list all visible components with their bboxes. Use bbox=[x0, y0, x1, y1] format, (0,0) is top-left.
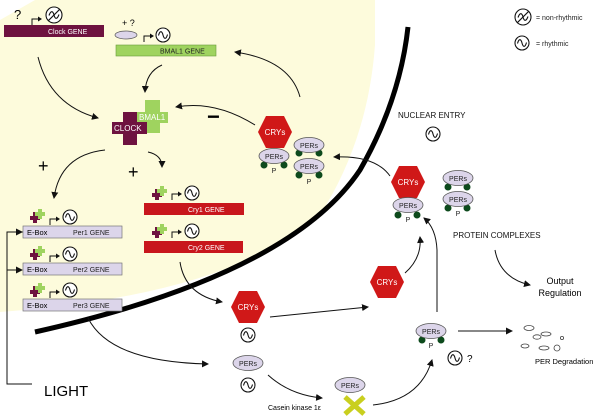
per2-gene: E-Box Per2 GENE bbox=[22, 246, 123, 276]
crys-label: CRYs bbox=[377, 278, 398, 287]
cry1-label: Cry1 GENE bbox=[188, 207, 225, 214]
casein-kinase-label: Casein kinase 1ε bbox=[268, 405, 321, 412]
plus-question: + ? bbox=[122, 18, 135, 28]
phosphorylated-pers: PERs P ? bbox=[415, 323, 473, 366]
nuclear-cry-per-complex: CRYs PERs P bbox=[258, 116, 292, 175]
per1-gene: E-Box Per1 GENE bbox=[22, 209, 123, 239]
pers-label: PERs bbox=[300, 164, 318, 171]
cyto-cry-per-complex: CRYs PERs P bbox=[391, 166, 425, 224]
pers-label: PERs bbox=[422, 329, 440, 336]
nuclear-per-dimer: PERs PERs P bbox=[293, 137, 325, 186]
per3-label: Per3 GENE bbox=[73, 303, 110, 310]
legend-rhythmic: = rhythmic bbox=[536, 41, 569, 48]
pers-label: PERs bbox=[449, 197, 467, 204]
light-label: LIGHT bbox=[44, 383, 88, 400]
pers-label: PERs bbox=[265, 154, 283, 161]
crys-label: CRYs bbox=[398, 178, 419, 187]
cytoplasmic-crys: CRYs bbox=[231, 291, 265, 343]
arrows bbox=[6, 49, 531, 406]
bmal1-gene-label: BMAL1 GENE bbox=[160, 49, 205, 56]
per3-gene: E-Box Per3 GENE bbox=[22, 282, 123, 312]
crys-label: CRYs bbox=[265, 128, 286, 137]
rhythmic-icon bbox=[240, 327, 256, 343]
per1-label: Per1 GENE bbox=[73, 230, 110, 237]
cyto-per-dimer: PERs PERs P bbox=[442, 170, 474, 218]
regulation-label: Regulation bbox=[538, 288, 581, 298]
crys-protein: CRYs bbox=[370, 266, 404, 298]
bmal1-label: BMAL1 bbox=[139, 113, 166, 122]
question-mark: ? bbox=[467, 354, 473, 365]
per-degradation-label: PER Degradation bbox=[535, 357, 593, 366]
output-label: Output bbox=[546, 276, 574, 286]
nuclear-entry-label: NUCLEAR ENTRY bbox=[398, 111, 466, 120]
cry1-gene: Cry1 GENE bbox=[144, 185, 244, 215]
cry2-label: Cry2 GENE bbox=[188, 245, 225, 252]
nuclear-membrane bbox=[34, 26, 411, 335]
protein-complexes-label: PROTEIN COMPLEXES bbox=[453, 231, 541, 240]
rhythmic-icon bbox=[447, 350, 463, 366]
crys-label: CRYs bbox=[238, 303, 259, 312]
bmal1-gene-bar bbox=[115, 44, 217, 57]
cytoplasmic-pers: PERs bbox=[232, 355, 264, 393]
rhythmic-icon bbox=[514, 35, 530, 51]
plus-sign: + bbox=[38, 156, 49, 176]
phospho-label: P bbox=[456, 211, 461, 218]
clock-bmal1-complex: BMAL1 CLOCK bbox=[112, 100, 168, 145]
non-rhythmic-icon bbox=[514, 8, 532, 26]
casein-kinase-x-icon bbox=[343, 395, 366, 416]
question-mark: ? bbox=[14, 7, 21, 22]
phospho-label: P bbox=[429, 343, 434, 350]
ebox-label: E-Box bbox=[27, 228, 48, 237]
regulator-ellipse bbox=[114, 30, 138, 40]
clock-gene-label: Clock GENE bbox=[48, 29, 88, 36]
pers-label: PERs bbox=[239, 361, 257, 368]
cry2-gene: Cry2 GENE bbox=[144, 223, 243, 253]
plus-sign: + bbox=[128, 162, 139, 182]
legend: = non-rhythmic = rhythmic bbox=[514, 8, 583, 51]
ebox-label: E-Box bbox=[27, 301, 48, 310]
ebox-label: E-Box bbox=[27, 265, 48, 274]
clock-label: CLOCK bbox=[114, 124, 142, 133]
per-degradation bbox=[520, 325, 565, 352]
clock-gene-bar bbox=[4, 25, 104, 37]
phospho-label: P bbox=[307, 179, 312, 186]
pers-label: PERs bbox=[341, 383, 359, 390]
rhythmic-icon bbox=[155, 27, 171, 43]
phospho-label: P bbox=[406, 217, 411, 224]
pers-label: PERs bbox=[399, 203, 417, 210]
legend-non-rhythmic: = non-rhythmic bbox=[536, 15, 583, 22]
non-rhythmic-icon bbox=[45, 6, 63, 24]
rhythmic-icon bbox=[425, 126, 441, 142]
pers-label: PERs bbox=[300, 143, 318, 150]
minus-sign: − bbox=[207, 104, 220, 129]
phospho-label: P bbox=[272, 168, 277, 175]
per2-label: Per2 GENE bbox=[73, 267, 110, 274]
rhythmic-icon bbox=[240, 377, 256, 393]
pers-label: PERs bbox=[449, 176, 467, 183]
casein-kinase-pers: PERs Casein kinase 1ε bbox=[268, 377, 366, 416]
